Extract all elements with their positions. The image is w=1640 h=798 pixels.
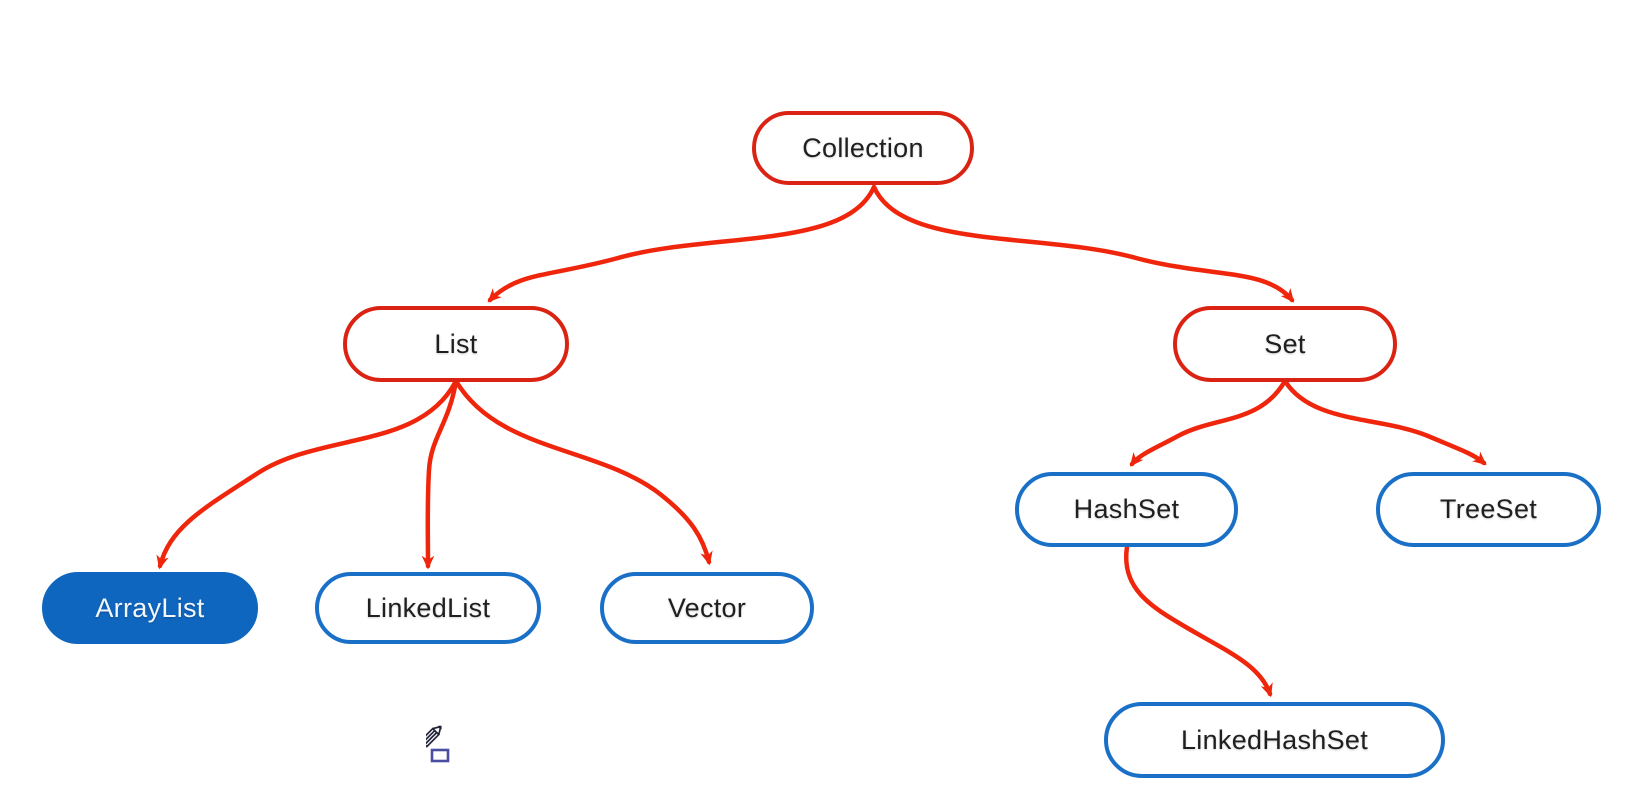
node-hashset[interactable]: HashSet	[1015, 472, 1238, 547]
node-vector[interactable]: Vector	[600, 572, 814, 644]
node-label: LinkedHashSet	[1180, 724, 1369, 755]
node-label: TreeSet	[1439, 494, 1538, 524]
node-set[interactable]: Set	[1173, 306, 1397, 382]
pencil-glyph	[426, 725, 442, 748]
node-label: LinkedList	[365, 592, 491, 623]
node-linkedlist[interactable]: LinkedList	[315, 572, 541, 644]
node-label: Collection	[802, 132, 924, 163]
node-treeset[interactable]: TreeSet	[1376, 472, 1601, 547]
node-collection[interactable]: Collection	[752, 111, 974, 185]
edge-list-arraylist	[156, 378, 459, 570]
node-label: ArrayList	[95, 592, 205, 623]
edge-collection-list	[487, 184, 877, 303]
node-label: List	[434, 328, 478, 359]
node-linkedhashset[interactable]: LinkedHashSet	[1104, 702, 1445, 778]
edge-list-linkedlist	[421, 378, 459, 570]
node-label: HashSet	[1073, 494, 1180, 524]
node-label: Vector	[667, 592, 747, 623]
pencil-cursor-icon	[426, 725, 450, 763]
edge-hashset-linkedhashset	[1123, 544, 1273, 698]
edge-collection-set	[871, 184, 1295, 303]
cursor-rect-icon	[430, 748, 450, 763]
edge-set-hashset	[1129, 378, 1288, 467]
node-label: Set	[1264, 328, 1306, 359]
edge-set-treeset	[1282, 378, 1487, 466]
node-arraylist[interactable]: ArrayList	[42, 572, 258, 644]
node-list[interactable]: List	[343, 306, 569, 382]
edge-list-vector	[453, 378, 713, 566]
